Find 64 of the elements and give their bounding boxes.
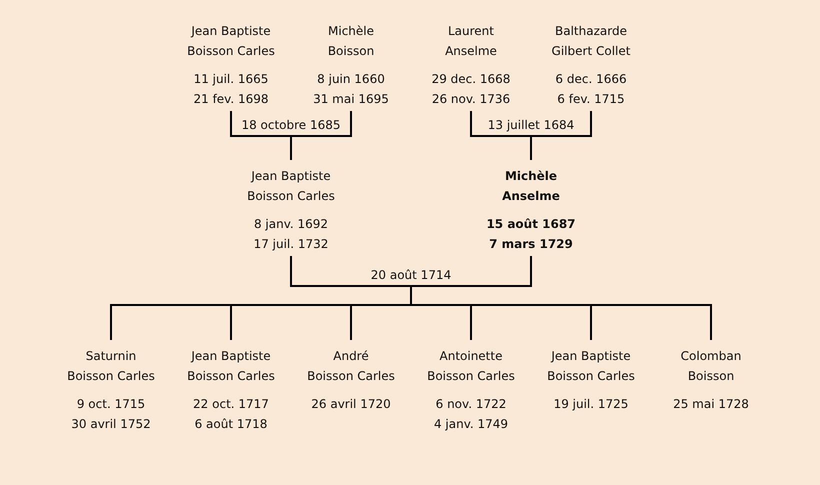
date-text: 7 mars 1729: [489, 236, 573, 252]
person-name: Jean Baptiste: [191, 348, 271, 364]
date-text: 30 avril 1752: [71, 416, 151, 432]
person-name: Boisson: [328, 43, 374, 59]
person-name: Jean Baptiste: [551, 348, 631, 364]
date-text: 9 oct. 1715: [76, 396, 146, 412]
person-name: Anselme: [502, 188, 560, 204]
date-text: 21 fev. 1698: [193, 91, 269, 107]
person-name: Jean Baptiste: [191, 23, 271, 39]
connector-line: [350, 305, 352, 340]
date-text: 25 mai 1728: [673, 396, 749, 412]
date-text: 8 janv. 1692: [254, 216, 328, 232]
person-name: Michèle: [328, 23, 374, 39]
person-name: André: [333, 348, 369, 364]
person-name: Jean Baptiste: [251, 168, 331, 184]
person-name: Boisson: [688, 368, 734, 384]
person-name: Boisson Carles: [187, 368, 275, 384]
person-name: Boisson Carles: [547, 368, 635, 384]
connector-line: [230, 111, 291, 137]
connector-line: [470, 305, 472, 340]
connector-line: [351, 304, 411, 306]
date-text: 22 oct. 1717: [193, 396, 269, 412]
connector-line: [590, 305, 592, 340]
date-text: 8 juin 1660: [317, 71, 385, 87]
connector-line: [230, 305, 232, 340]
person-name: Laurent: [448, 23, 494, 39]
date-text: 31 mai 1695: [313, 91, 389, 107]
person-name: Michèle: [504, 168, 558, 184]
connector-line: [290, 256, 411, 287]
date-text: 19 juil. 1725: [554, 396, 628, 412]
person-name: Boisson Carles: [427, 368, 515, 384]
connector-line: [231, 304, 351, 306]
connector-line: [291, 111, 352, 137]
connector-line: [290, 136, 292, 160]
person-name: Boisson Carles: [307, 368, 395, 384]
connector-line: [531, 111, 592, 137]
date-text: 15 août 1687: [486, 216, 576, 232]
person-name: Balthazarde: [555, 23, 627, 39]
person-name: Antoinette: [440, 348, 502, 364]
person-name: Boisson Carles: [67, 368, 155, 384]
person-name: Boisson Carles: [187, 43, 275, 59]
connector-line: [411, 256, 532, 287]
connector-line: [471, 304, 591, 306]
person-name: Anselme: [445, 43, 497, 59]
connector-line: [410, 286, 412, 305]
date-text: 6 août 1718: [194, 416, 268, 432]
connector-line: [530, 136, 532, 160]
connector-line: [411, 304, 471, 306]
connector-line: [110, 304, 231, 340]
connector-line: [591, 304, 712, 340]
date-text: 6 dec. 1666: [555, 71, 627, 87]
date-text: 11 juil. 1665: [194, 71, 268, 87]
date-text: 26 nov. 1736: [432, 91, 510, 107]
person-name: Colomban: [680, 348, 742, 364]
person-name: Gilbert Collet: [552, 43, 630, 59]
date-text: 29 dec. 1668: [432, 71, 510, 87]
person-name: Saturnin: [86, 348, 136, 364]
date-text: 6 nov. 1722: [436, 396, 506, 412]
date-text: 26 avril 1720: [311, 396, 391, 412]
date-text: 17 juil. 1732: [254, 236, 328, 252]
person-name: Boisson Carles: [247, 188, 335, 204]
date-text: 4 janv. 1749: [434, 416, 508, 432]
connector-line: [470, 111, 531, 137]
date-text: 6 fev. 1715: [557, 91, 625, 107]
